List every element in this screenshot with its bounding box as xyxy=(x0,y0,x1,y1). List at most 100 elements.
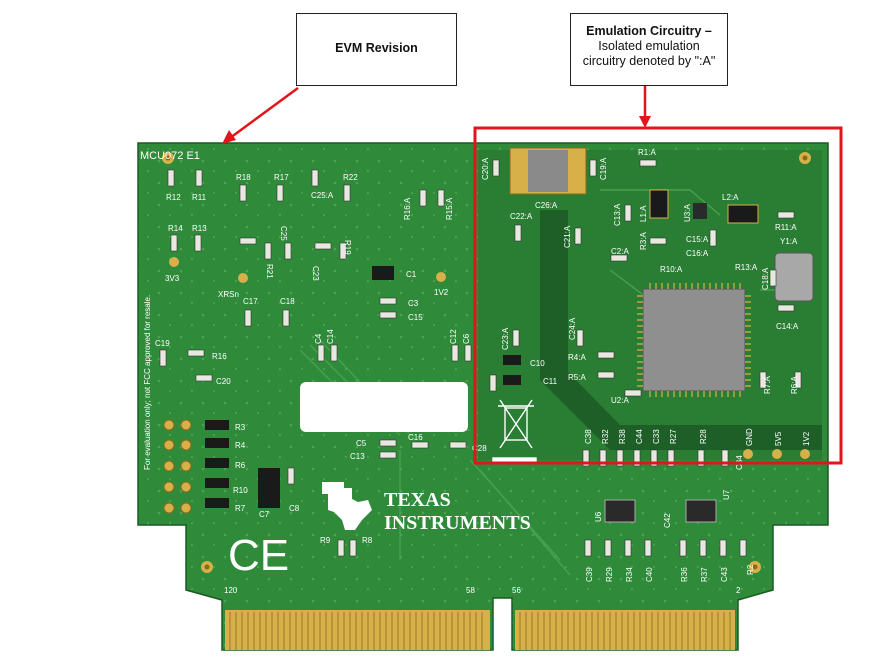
power-pads xyxy=(743,449,810,459)
ref-c12: C12 xyxy=(449,329,458,344)
ref-c7: C7 xyxy=(259,510,270,519)
ref-r7a: R7:A xyxy=(763,376,772,394)
passive-components-emu xyxy=(489,159,802,397)
ref-c8: C8 xyxy=(289,504,300,513)
inductor-l1a xyxy=(649,189,669,219)
ref-r10: R10 xyxy=(233,486,248,495)
ref-r34: R34 xyxy=(625,567,634,582)
ref-r21: R21 xyxy=(265,264,274,279)
ref-c15a: C15:A xyxy=(686,235,709,244)
ref-c2a: C2:A xyxy=(611,247,629,256)
ref-c25a: C25:A xyxy=(311,191,334,200)
ref-r8: R8 xyxy=(362,536,373,545)
edge-connector-left xyxy=(225,610,490,650)
ref-c16: C16 xyxy=(408,433,423,442)
weee-symbol-icon xyxy=(492,399,537,463)
callout-emulation-title: Emulation Circuitry – xyxy=(586,24,712,38)
ref-c25: C25 xyxy=(279,226,288,241)
test-points xyxy=(169,257,446,283)
header-pads xyxy=(163,419,192,514)
passive-components-left xyxy=(159,169,472,557)
ic-u7 xyxy=(685,499,717,523)
pin-label-120: 120 xyxy=(224,586,238,595)
ref-r38: R38 xyxy=(618,429,627,444)
tp-1v2: 1V2 xyxy=(434,288,449,297)
ref-c19a: C19:A xyxy=(599,157,608,180)
ti-logo-line2: INSTRUMENTS xyxy=(384,512,531,534)
ref-l1a: L1:A xyxy=(639,205,648,222)
ref-c18a: C18:A xyxy=(761,267,770,290)
ref-c13a: C13:A xyxy=(613,203,622,226)
ref-c10: C10 xyxy=(530,359,545,368)
ref-r14: R14 xyxy=(168,224,183,233)
ti-logo-icon xyxy=(322,482,372,530)
ref-r13: R13 xyxy=(192,224,207,233)
pin-label-2: 2 xyxy=(736,586,741,595)
ref-r13a: R13:A xyxy=(735,263,758,272)
ref-c6: C6 xyxy=(462,333,471,344)
mcu-pins xyxy=(637,283,751,397)
ref-c20a: C20:A xyxy=(481,157,490,180)
pin-label-56: 56 xyxy=(512,586,521,595)
crystal-y1a xyxy=(774,252,814,302)
ref-c20: C20 xyxy=(216,377,231,386)
component-labels-left: R12 R11 R18 R17 C25:A R22 R14 R13 C25 R2… xyxy=(155,173,558,545)
ref-r27: R27 xyxy=(669,429,678,444)
ref-l2a: L2:A xyxy=(722,193,739,202)
power-label-gnd: GND xyxy=(745,428,754,446)
callout-arrow-evm xyxy=(222,86,299,144)
mounting-holes xyxy=(162,152,811,573)
isolation-gap xyxy=(540,210,822,450)
ref-c24a: C24:A xyxy=(568,317,577,340)
ref-c28: C28 xyxy=(472,444,487,453)
power-label-1v2: 1V2 xyxy=(802,431,811,446)
ref-r36: R36 xyxy=(680,567,689,582)
ref-r5a: R5:A xyxy=(568,373,586,382)
ref-r28: R28 xyxy=(699,429,708,444)
ref-c33: C33 xyxy=(652,429,661,444)
fcc-notice: For evaluation only; not FCC approved fo… xyxy=(143,295,152,470)
ref-c18: C18 xyxy=(280,297,295,306)
ic-u6 xyxy=(604,499,636,523)
callout-evm-revision-title: EVM Revision xyxy=(335,41,418,55)
ref-r6a: R6:A xyxy=(790,376,799,394)
ref-u2a: U2:A xyxy=(611,396,629,405)
passive-components-bottom xyxy=(582,449,747,557)
ref-c13: C13 xyxy=(350,452,365,461)
ce-mark-icon: CE xyxy=(228,531,289,580)
ref-r4: R4 xyxy=(235,441,246,450)
ref-r11: R11 xyxy=(192,193,207,202)
ref-r1a: R1:A xyxy=(638,148,656,157)
component-labels-bottom: C38 R32 R38 C44 C33 R27 R28 C34 U7 U6 C4… xyxy=(584,429,755,582)
ref-c21a: C21:A xyxy=(563,225,572,248)
ref-c5: C5 xyxy=(356,439,367,448)
pin-label-58: 58 xyxy=(466,586,475,595)
ref-c42: C42 xyxy=(663,513,672,528)
ref-r15a: R15:A xyxy=(445,197,454,220)
tp-xrsn: XRSn xyxy=(218,290,239,299)
ref-c4: C4 xyxy=(314,333,323,344)
callout-emulation-line2: circuitry denoted by ":A" xyxy=(582,54,716,68)
ref-c22a: C22:A xyxy=(510,212,533,221)
ref-r29: R29 xyxy=(605,567,614,582)
ref-r6: R6 xyxy=(235,461,246,470)
ref-r32: R32 xyxy=(601,429,610,444)
revision-label: MCU072 E1 xyxy=(140,150,200,162)
ref-c39: C39 xyxy=(585,567,594,582)
ref-c23a: C23:A xyxy=(501,327,510,350)
ref-r3a: R3:A xyxy=(639,232,648,250)
ref-r11a: R11:A xyxy=(775,223,797,232)
ref-c17: C17 xyxy=(243,297,258,306)
ref-c3: C3 xyxy=(408,299,419,308)
ref-c44: C44 xyxy=(635,429,644,444)
ref-r2: R2 xyxy=(746,564,755,575)
ref-c16a: C16:A xyxy=(686,249,709,258)
ref-c43: C43 xyxy=(720,567,729,582)
edge-connector-right xyxy=(515,610,735,650)
callout-evm-revision: EVM Revision xyxy=(296,13,457,86)
tp-3v3: 3V3 xyxy=(165,274,180,283)
power-label-5v5: 5V5 xyxy=(774,431,783,446)
ref-r17: R17 xyxy=(274,173,289,182)
callout-arrow-emulation xyxy=(639,86,651,128)
